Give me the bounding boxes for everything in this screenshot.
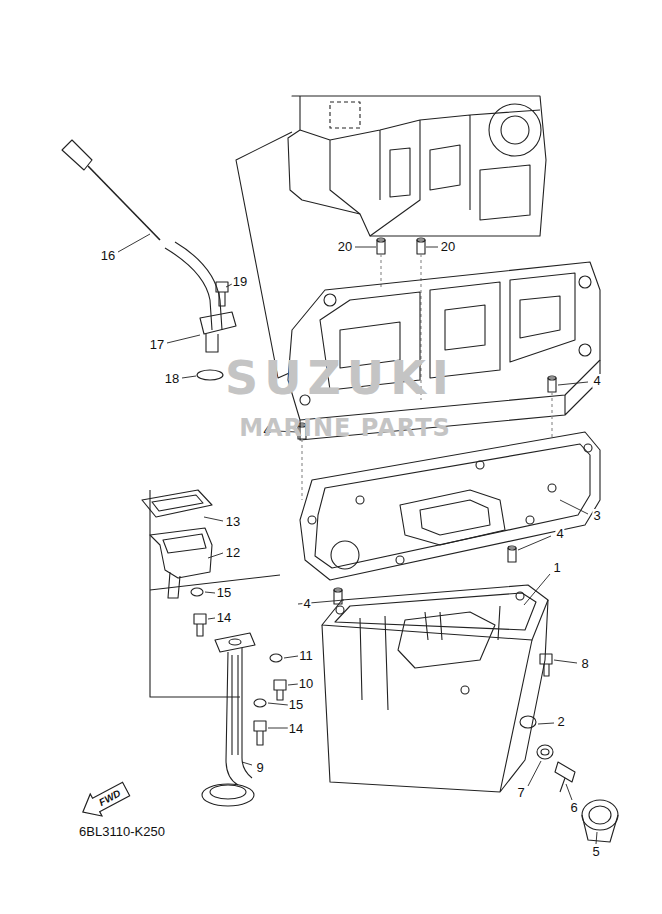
callout-number: 2 xyxy=(556,715,565,729)
callout-number: 1 xyxy=(552,561,561,575)
callout-number: 4 xyxy=(592,374,601,388)
callout-number: 12 xyxy=(225,546,241,560)
callout-number: 13 xyxy=(225,515,241,529)
callout-number: 11 xyxy=(298,649,314,663)
callout-number: 9 xyxy=(255,761,264,775)
callout-number: 4 xyxy=(302,597,311,611)
diagram-code: 6BL3110-K250 xyxy=(78,825,166,839)
callout-number: 20 xyxy=(337,240,353,254)
callout-number: 6 xyxy=(569,801,578,815)
callout-number: 15 xyxy=(216,586,232,600)
callout-number: 4 xyxy=(555,527,564,541)
callout-number: 20 xyxy=(440,240,456,254)
callout-number: 8 xyxy=(580,657,589,671)
callout-number: 18 xyxy=(164,372,180,386)
direction-arrow: FWD xyxy=(75,776,133,824)
callout-number: 10 xyxy=(298,677,314,691)
callout-number: 5 xyxy=(591,845,600,859)
callout-number: 16 xyxy=(100,249,116,263)
callout-number: 17 xyxy=(149,338,165,352)
watermark-text: SUZUKI xyxy=(224,353,456,403)
callout-number: 19 xyxy=(232,275,248,289)
callout-number: 15 xyxy=(288,698,304,712)
callout-number: 7 xyxy=(516,786,525,800)
watermark-text: MARINE PARTS xyxy=(238,414,452,442)
callout-number: 14 xyxy=(288,722,304,736)
callout-number: 3 xyxy=(592,509,601,523)
callout-number: 14 xyxy=(216,611,232,625)
